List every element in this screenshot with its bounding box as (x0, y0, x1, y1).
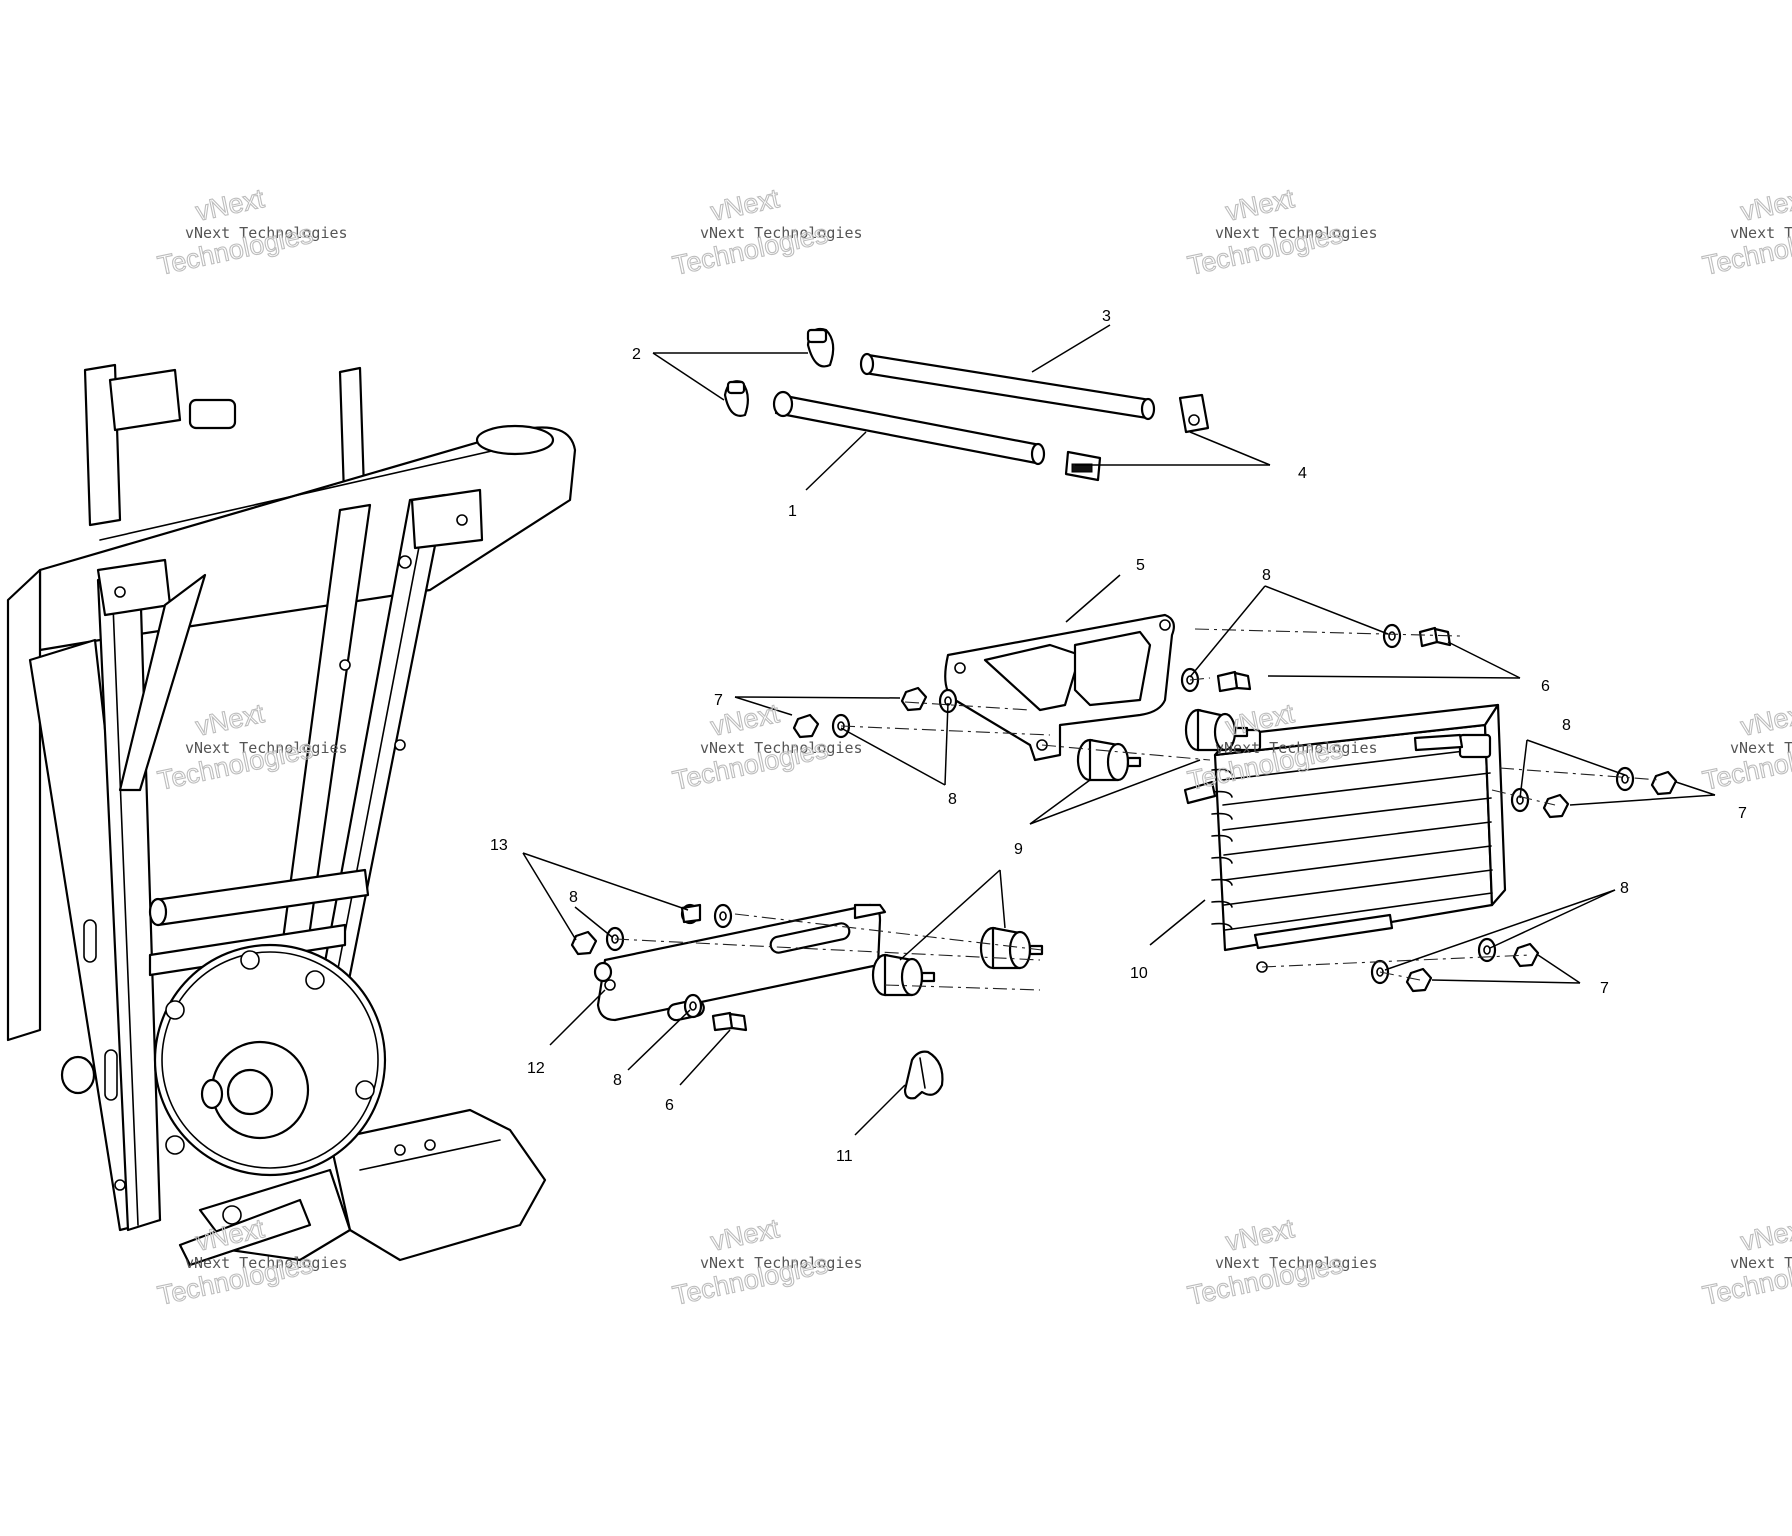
watermark-r1c3: vNext vNext Technologies Technologies (1184, 183, 1378, 282)
watermark-r1c4: vNext vNext Technologies Technologies (1699, 183, 1792, 282)
callout-8-mid: 8 (948, 791, 957, 808)
svg-text:vNext: vNext (1223, 1213, 1297, 1257)
svg-text:vNext Technologies: vNext Technologies (1215, 224, 1378, 242)
watermark-r2c4: vNext vNext Technologies Technologies (1699, 698, 1792, 797)
watermark-r2c2: vNext vNext Technologies Technologies (669, 698, 863, 797)
hose-clamp-part-2-lower (723, 380, 749, 417)
hose-part-1 (774, 393, 1042, 465)
callout-5: 5 (1136, 557, 1145, 574)
svg-text:vNext: vNext (193, 183, 267, 227)
svg-text:vNext Technologies: vNext Technologies (700, 224, 863, 242)
watermark-r1c1: vNext vNext Technologies Technologies (154, 183, 348, 282)
watermark-r3c4: vNext vNext Technologies Technologies (1699, 1213, 1792, 1312)
callout-8-lower-right: 8 (1620, 880, 1629, 897)
watermark-r3c2: vNext vNext Technologies Technologies (669, 1213, 863, 1312)
svg-text:vNext Technologies: vNext Technologies (185, 739, 348, 757)
callout-4: 4 (1298, 465, 1307, 482)
oil-cooler-part-10 (1183, 703, 1507, 973)
svg-text:vNext: vNext (1738, 183, 1792, 227)
lower-mount-bracket-part-12 (593, 903, 887, 1022)
callout-13: 13 (490, 837, 508, 854)
svg-text:vNext Technologies: vNext Technologies (1730, 739, 1792, 757)
callout-2: 2 (632, 346, 641, 363)
svg-text:vNext: vNext (1223, 183, 1297, 227)
callout-8-top: 8 (1262, 567, 1271, 584)
callout-8-right: 8 (1562, 717, 1571, 734)
callout-9: 9 (1014, 841, 1023, 858)
svg-text:vNext Technologies: vNext Technologies (700, 739, 863, 757)
clip-part-11 (903, 1050, 944, 1100)
svg-text:vNext Technologies: vNext Technologies (1215, 1254, 1378, 1272)
hose-clamp-part-4-left (1064, 450, 1102, 482)
svg-text:vNext Technologies: vNext Technologies (1215, 739, 1378, 757)
alignment-lines (614, 628, 1661, 991)
svg-text:vNext Technologies: vNext Technologies (1730, 224, 1792, 242)
watermark-r1c2: vNext vNext Technologies Technologies (669, 183, 863, 282)
callout-1: 1 (788, 503, 797, 520)
svg-text:vNext Technologies: vNext Technologies (185, 1254, 348, 1272)
callout-3: 3 (1102, 308, 1111, 325)
callout-10: 10 (1130, 965, 1148, 982)
cooler-mount-bracket-part-5 (944, 613, 1175, 762)
svg-text:vNext: vNext (1738, 1213, 1792, 1257)
callout-7-left: 7 (714, 692, 723, 709)
svg-text:vNext Technologies: vNext Technologies (700, 1254, 863, 1272)
svg-text:vNext Technologies: vNext Technologies (185, 224, 348, 242)
callout-numbers: 1 2 3 4 5 6 6 7 7 7 8 8 8 8 8 8 9 10 11 … (490, 308, 1747, 1165)
frame-assembly (6, 363, 577, 1267)
watermark-r3c3: vNext vNext Technologies Technologies (1184, 1213, 1378, 1312)
svg-text:vNext: vNext (1738, 698, 1792, 742)
rubber-mounts-part-9 (871, 708, 1249, 997)
callout-11: 11 (836, 1148, 853, 1165)
hose-clamp-part-4-right (1178, 393, 1210, 434)
svg-text:vNext Technologies: vNext Technologies (1730, 1254, 1792, 1272)
callout-7-right: 7 (1738, 805, 1747, 822)
callout-6-upper: 6 (1541, 678, 1550, 695)
bolt-part-6 (711, 626, 1452, 1032)
hose-assembly (723, 327, 1210, 482)
callout-8-left: 8 (569, 889, 578, 906)
leader-lines (522, 324, 1716, 1136)
svg-text:vNext: vNext (708, 1213, 782, 1257)
callout-6-lower: 6 (665, 1097, 674, 1114)
svg-text:vNext: vNext (708, 183, 782, 227)
hose-part-3 (863, 353, 1152, 420)
svg-text:vNext: vNext (193, 698, 267, 742)
callout-7-bottom: 7 (1600, 980, 1609, 997)
hose-clamp-part-2-upper (806, 327, 835, 368)
callout-8-bottom: 8 (613, 1072, 622, 1089)
stud-part-13 (680, 903, 702, 925)
callout-12: 12 (527, 1060, 545, 1077)
